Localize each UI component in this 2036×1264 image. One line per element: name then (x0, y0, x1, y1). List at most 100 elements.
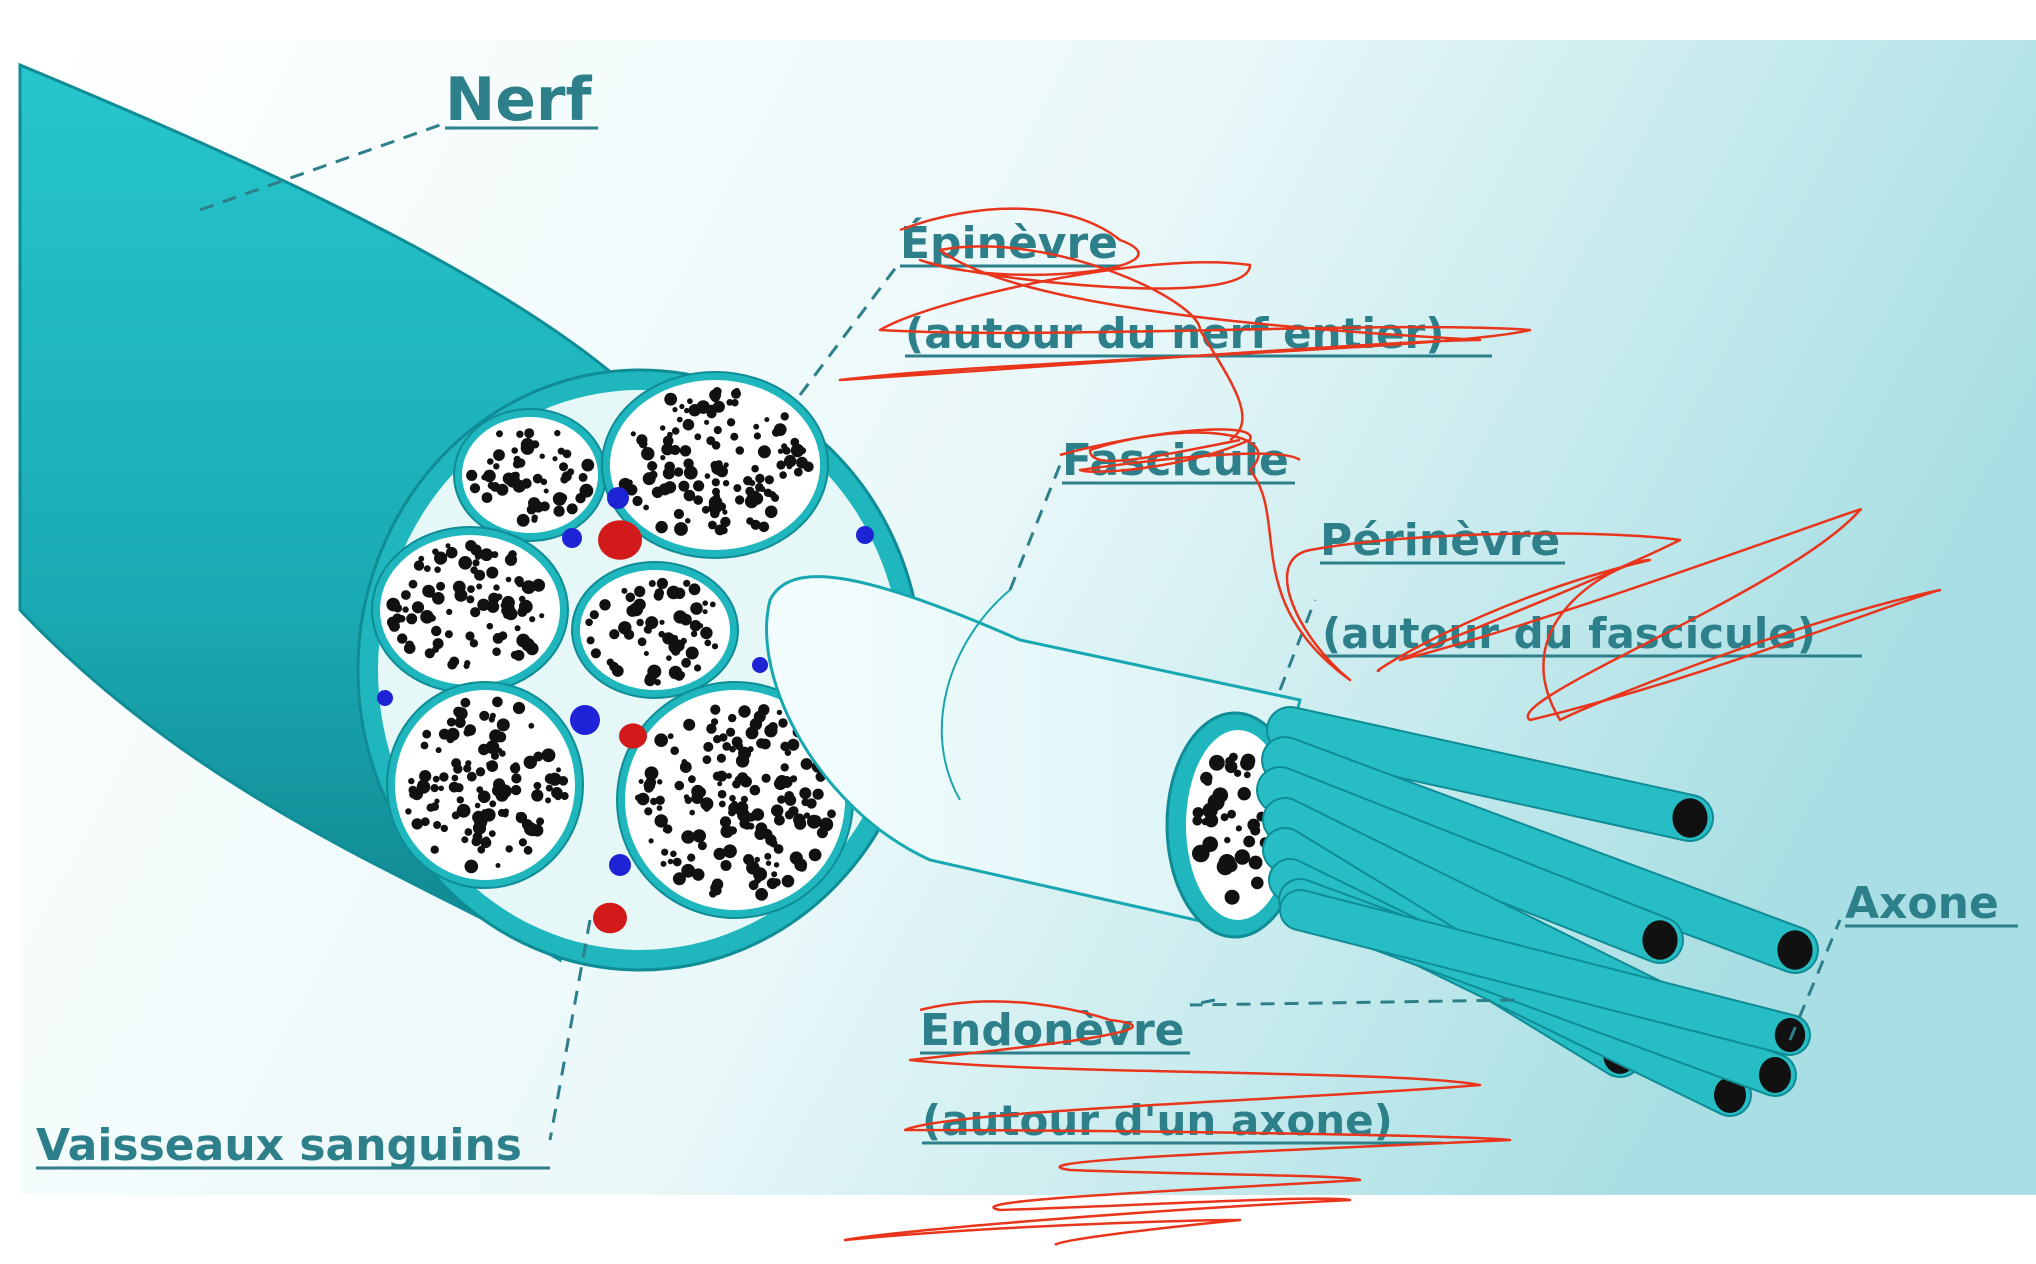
axon-bundle (1256, 706, 1819, 1117)
axon-dot (713, 847, 726, 861)
axon-dot (776, 460, 786, 470)
axon-dot (703, 805, 710, 812)
axon-dot (388, 620, 400, 632)
axon-dot (722, 509, 728, 515)
axon-dot (784, 749, 792, 756)
fascicle-end-dot (1235, 825, 1242, 832)
fascicle-end-dot (1237, 787, 1251, 801)
axon-dot (498, 784, 512, 798)
axon-dot (638, 779, 644, 784)
axon-dot (560, 792, 569, 800)
axon-dot (486, 760, 499, 772)
axon-dot (739, 818, 750, 829)
axon-dot (469, 639, 479, 648)
axon-dot (645, 616, 659, 630)
axon-dot (559, 462, 568, 472)
axon-dot (635, 794, 642, 801)
fascicle-end-dot (1251, 859, 1262, 870)
axon-dot (463, 764, 472, 773)
axon-dot (790, 443, 805, 458)
axon-dot (679, 403, 685, 410)
axon-dot (471, 836, 482, 847)
axon-dot (552, 456, 558, 462)
axon-dot (477, 845, 486, 854)
axon-dot (685, 518, 691, 524)
axon-dot (683, 718, 696, 731)
axon-dot (757, 445, 771, 459)
axon-dot (676, 416, 683, 423)
axon-dot (712, 885, 722, 896)
axon-dot (654, 679, 661, 686)
axon-dot (493, 449, 505, 461)
artery-dot (619, 723, 647, 749)
axon-dot (726, 399, 734, 406)
axon-dot (521, 478, 532, 489)
axon-dot (689, 809, 695, 816)
axon-dot (689, 620, 702, 632)
axon-dot (773, 862, 780, 868)
axon-dot (708, 501, 722, 515)
axon-dot (716, 465, 728, 478)
axon-dot (543, 488, 549, 494)
axon-dot (449, 656, 460, 667)
axon-dot (481, 809, 488, 815)
axon-dot (732, 779, 741, 789)
axon-dot (673, 587, 686, 599)
axon-dot (803, 461, 814, 473)
axon-dot (656, 805, 663, 811)
axon-dot (723, 462, 729, 468)
axon-dot (497, 808, 506, 817)
axon-dot (599, 599, 611, 611)
axon-dot (481, 492, 493, 503)
axon-dot (674, 522, 688, 536)
axon-dot (435, 747, 442, 754)
axon-dot (649, 470, 658, 479)
axon-dot (713, 735, 722, 744)
axon-dot (659, 619, 665, 625)
axon-dot (786, 463, 793, 470)
axon-dot (700, 626, 713, 640)
axon-dot (726, 418, 736, 427)
axon-dot (477, 598, 490, 611)
axon-dot (509, 763, 521, 774)
label-nerf: Nerf (445, 65, 592, 135)
axon-dot (465, 631, 475, 641)
axon-dot (806, 798, 817, 809)
leader-epinevre (798, 261, 902, 396)
axon-dot (775, 775, 789, 788)
axon-dot (664, 392, 678, 406)
axon-dot (470, 566, 478, 574)
axon-dot (480, 548, 493, 562)
axon-dot (764, 475, 775, 485)
axon-dot (448, 781, 460, 793)
axon-dot (702, 609, 708, 615)
axon-shaft (1281, 891, 1809, 1054)
axon-dot (673, 610, 687, 624)
axon-dot (523, 845, 533, 855)
axon-dot (647, 461, 658, 471)
axon-dot (728, 713, 737, 723)
axon-dot (430, 845, 439, 854)
axon-dot (637, 637, 647, 647)
axon-dot (773, 844, 784, 854)
axon-dot (475, 767, 486, 777)
axon-dot (548, 772, 562, 786)
scribble-epinevre (838, 207, 1532, 442)
scribble-perinevre (1088, 431, 1942, 722)
axon-dot (411, 601, 425, 614)
axon-dot (657, 779, 663, 785)
axon-dot (753, 423, 760, 430)
fascicle-end-dot (1203, 777, 1212, 786)
axon-dot (472, 821, 487, 835)
axon-dot (745, 498, 753, 506)
axon-dot (625, 592, 636, 603)
axon-dot (654, 814, 668, 828)
leader-endonevre (1189, 998, 1521, 1007)
axon-dot (514, 625, 521, 632)
axon-dot (490, 482, 500, 492)
axon-dot (520, 438, 535, 452)
axon-dot (445, 543, 451, 549)
axon-dot (819, 817, 834, 832)
axon-dot (722, 480, 730, 487)
axon-dot (416, 780, 431, 794)
